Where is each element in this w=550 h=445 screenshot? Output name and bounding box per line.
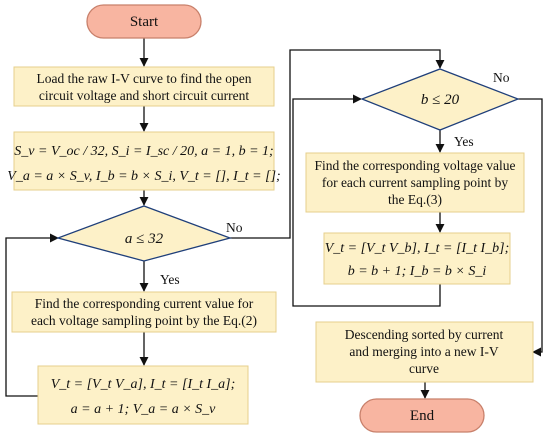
- update-a-box: V_t = [V_t V_a], I_t = [I_t I_a]; a = a …: [37, 365, 249, 425]
- branch-label-b-no: No: [493, 70, 510, 85]
- init-line-2: V_a = a × S_v, I_b = b × S_i, V_t = [], …: [7, 169, 280, 184]
- sort-merge-box: Descending sorted by current and merging…: [315, 321, 534, 383]
- arrow-cond-a-no: [230, 49, 445, 239]
- update-a-line-1: V_t = [V_t V_a], I_t = [I_t I_a];: [51, 377, 236, 392]
- end-label: End: [410, 408, 435, 424]
- update-b-line-1: V_t = [V_t V_b], I_t = [I_t I_b];: [325, 241, 510, 256]
- arrow-cond-b-no: [518, 98, 543, 357]
- condition-b-diamond: b ≤ 20: [360, 68, 520, 131]
- find-voltage-line-1: Find the corresponding voltage value: [315, 158, 516, 173]
- branch-label-b-yes: Yes: [454, 134, 474, 149]
- start-terminal: Start: [86, 4, 202, 39]
- update-a-line-2: a = a + 1; V_a = a × S_v: [71, 402, 217, 417]
- init-line-1: S_v = V_oc / 32, S_i = I_sc / 20, a = 1,…: [14, 144, 273, 159]
- update-b-line-2: b = b + 1; I_b = b × S_i: [348, 264, 487, 279]
- find-voltage-line-2: for each current sampling point by: [322, 175, 509, 190]
- init-box: S_v = V_oc / 32, S_i = I_sc / 20, a = 1,…: [7, 131, 281, 191]
- branch-label-a-yes: Yes: [160, 272, 180, 287]
- find-voltage-line-3: the Eq.(3): [388, 192, 442, 207]
- branch-label-a-no: No: [226, 220, 243, 235]
- sort-merge-line-1: Descending sorted by current: [345, 327, 504, 342]
- sort-merge-line-2: and merging into a new I-V: [349, 344, 499, 359]
- find-current-line-2: each voltage sampling point by the Eq.(2…: [31, 313, 257, 328]
- find-current-line-1: Find the corresponding current value for: [35, 296, 254, 311]
- condition-b-label: b ≤ 20: [421, 92, 460, 108]
- condition-a-diamond: a ≤ 32: [55, 205, 233, 262]
- loop-back-a: [5, 233, 59, 397]
- condition-a-label: a ≤ 32: [125, 231, 164, 247]
- load-curve-line-2: circuit voltage and short circuit curren…: [39, 88, 250, 103]
- find-voltage-box: Find the corresponding voltage value for…: [305, 152, 525, 213]
- sort-merge-line-3: curve: [409, 361, 439, 376]
- load-curve-line-1: Load the raw I-V curve to find the open: [37, 71, 252, 86]
- update-b-box: V_t = [V_t V_b], I_t = [I_t I_b]; b = b …: [323, 232, 511, 285]
- load-curve-box: Load the raw I-V curve to find the open …: [13, 66, 275, 107]
- start-label: Start: [130, 14, 159, 30]
- connectors: [5, 38, 543, 399]
- loop-back-b: [292, 94, 441, 307]
- end-terminal: End: [359, 398, 485, 433]
- find-current-box: Find the corresponding current value for…: [11, 291, 277, 333]
